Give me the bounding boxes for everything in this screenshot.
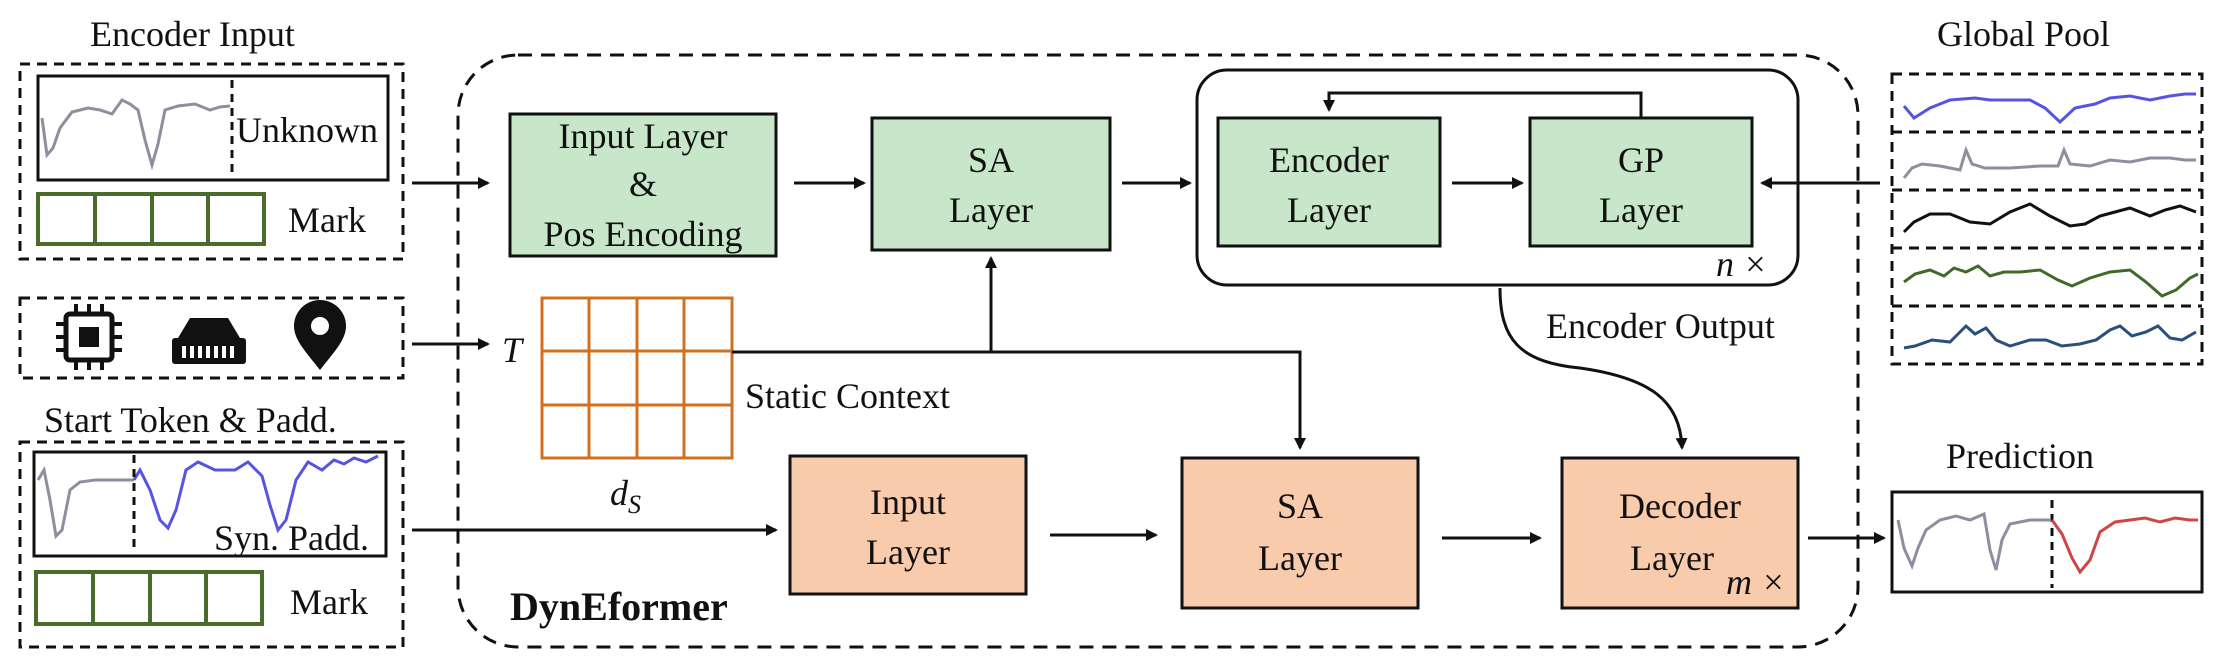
global-pool-group bbox=[1890, 72, 2204, 366]
cpu-chip-icon bbox=[56, 304, 122, 370]
static-features-group bbox=[18, 296, 405, 380]
decoder-line1: Decoder bbox=[1619, 486, 1741, 526]
start-token-group bbox=[18, 440, 405, 649]
arrow-gp-feedback bbox=[1323, 91, 1643, 118]
encoder-input-group bbox=[18, 62, 405, 261]
encoder-block bbox=[1195, 68, 1800, 287]
gp-line2: Layer bbox=[1599, 190, 1683, 230]
global-pool-title: Global Pool bbox=[1937, 14, 2110, 54]
start-token-series bbox=[36, 465, 134, 540]
location-pin-icon bbox=[294, 300, 346, 370]
arrow-context-to-sa-top bbox=[732, 256, 997, 354]
global-pool-series-3 bbox=[1902, 202, 2197, 234]
input-bottom-line2: Layer bbox=[866, 532, 950, 572]
encoder-line1: Encoder bbox=[1269, 140, 1389, 180]
global-pool-series-4 bbox=[1903, 264, 2199, 298]
prediction-box bbox=[1890, 490, 2204, 594]
input-pos-encoding-box bbox=[508, 112, 778, 258]
sa-bottom-line1: SA bbox=[1277, 486, 1323, 526]
start-token-series-box bbox=[32, 450, 388, 558]
encoder-input-title: Encoder Input bbox=[90, 14, 295, 54]
input-pos-line1: Input Layer bbox=[559, 116, 728, 156]
m-times-label: m × bbox=[1726, 562, 1785, 602]
gp-line1: GP bbox=[1618, 140, 1664, 180]
mark-top-label: Mark bbox=[288, 200, 366, 240]
dynEformer-container bbox=[456, 53, 1860, 649]
input-layer-bottom-box bbox=[788, 454, 1028, 596]
T-label: T bbox=[502, 330, 525, 370]
synthetic-padding-series bbox=[132, 454, 379, 534]
sa-layer-top-box bbox=[870, 116, 1112, 252]
arrow-encoder-output bbox=[1498, 287, 1688, 450]
prediction-history-series bbox=[1896, 511, 2050, 571]
sa-top-line2: Layer bbox=[949, 190, 1033, 230]
static-context-label: Static Context bbox=[745, 376, 950, 416]
prediction-title: Prediction bbox=[1946, 436, 2094, 476]
input-bottom-line1: Input bbox=[870, 482, 946, 522]
input-pos-line2: & bbox=[629, 164, 657, 204]
start-token-title: Start Token & Padd. bbox=[44, 400, 337, 440]
gp-layer-box bbox=[1528, 116, 1754, 248]
global-pool-series-2 bbox=[1902, 145, 2196, 179]
unknown-label: Unknown bbox=[236, 110, 378, 150]
prediction-forecast-series bbox=[2050, 516, 2198, 575]
ds-label: dS bbox=[610, 473, 641, 519]
sa-layer-bottom-box bbox=[1180, 456, 1420, 610]
input-pos-line3: Pos Encoding bbox=[543, 214, 742, 254]
memory-module-icon bbox=[172, 318, 246, 364]
sa-top-line1: SA bbox=[968, 140, 1014, 180]
dynEformer-title: DynEformer bbox=[510, 584, 728, 629]
encoder-output-label: Encoder Output bbox=[1546, 306, 1775, 346]
n-times-label: n × bbox=[1716, 244, 1767, 284]
syn-padd-label: Syn. Padd. bbox=[214, 518, 369, 558]
sa-bottom-line2: Layer bbox=[1258, 538, 1342, 578]
encoder-input-series bbox=[40, 98, 231, 171]
global-pool-series-5 bbox=[1903, 323, 2197, 350]
arrow-context-to-sa-bottom bbox=[991, 350, 1306, 450]
decoder-layer-box bbox=[1560, 456, 1800, 610]
encoder-line2: Layer bbox=[1287, 190, 1371, 230]
decoder-line2: Layer bbox=[1630, 538, 1714, 578]
global-pool-series-1 bbox=[1902, 92, 2196, 125]
static-context-grid bbox=[540, 296, 734, 460]
encoder-layer-box bbox=[1216, 116, 1442, 248]
mark-bottom-label: Mark bbox=[290, 582, 368, 622]
encoder-input-series-box bbox=[36, 74, 390, 182]
